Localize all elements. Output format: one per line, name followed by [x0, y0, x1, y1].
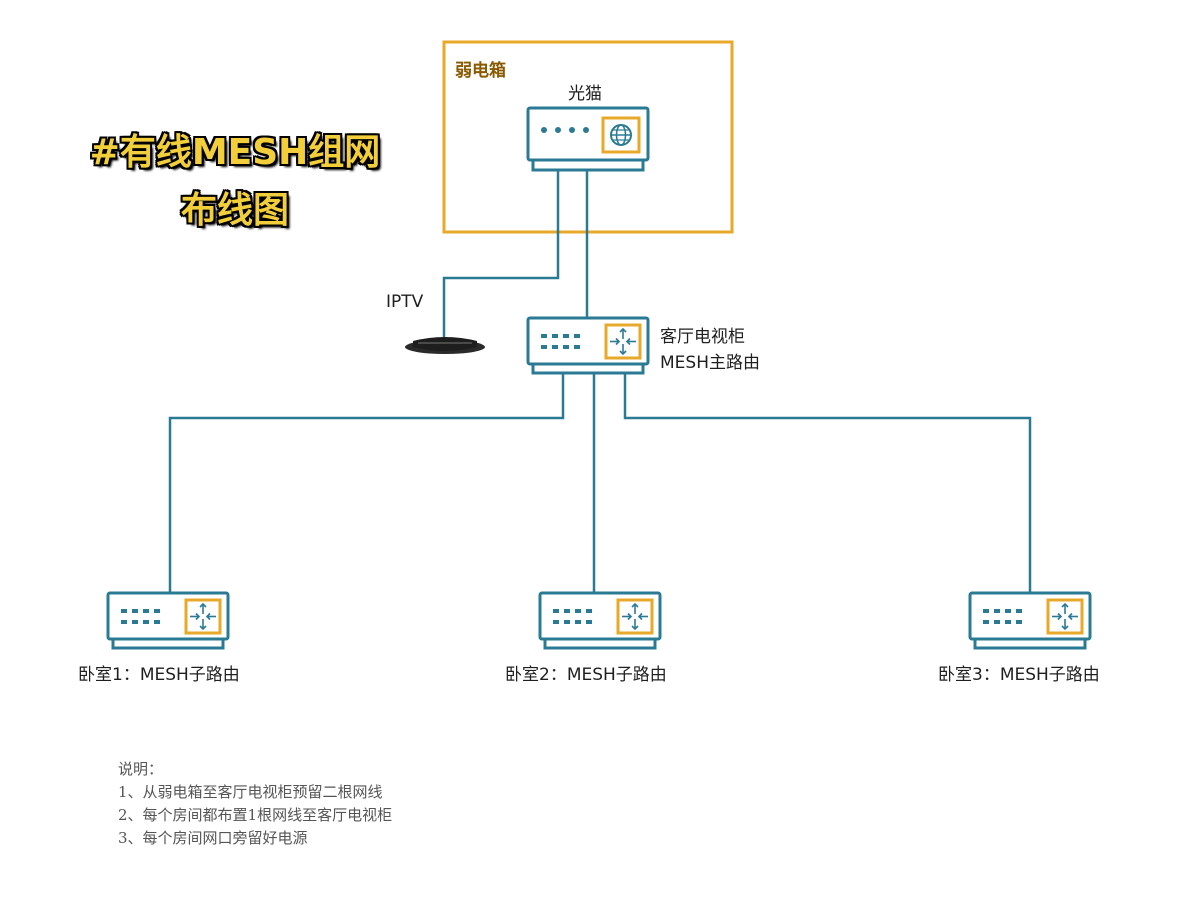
notes-item: 2、每个房间都布置1根网线至客厅电视柜	[118, 806, 393, 824]
notes-item: 1、从弱电箱至客厅电视柜预留二根网线	[118, 783, 383, 801]
cable-main-router-bedroom1	[168, 372, 565, 593]
main-router-device	[526, 316, 650, 375]
sub-router-1-label: 卧室1：MESH子路由	[78, 665, 240, 685]
sub-router-3-device	[968, 591, 1092, 650]
iptv-label: IPTV	[386, 292, 424, 312]
router-arrows-icon	[184, 598, 222, 635]
router-arrows-icon	[604, 323, 642, 360]
cable-main-router-bedroom3	[623, 372, 1032, 593]
notes-heading: 说明：	[118, 760, 164, 778]
cable-modem-iptv	[442, 170, 560, 338]
title-line-2: 布线图	[180, 190, 289, 231]
modem-label: 光猫	[568, 84, 602, 104]
weak-box-label: 弱电箱	[455, 61, 506, 81]
notes-item: 3、每个房间网口旁留好电源	[118, 829, 308, 847]
modem-device	[526, 106, 650, 172]
sub-router-1-device	[106, 591, 230, 650]
notes: 说明： 1、从弱电箱至客厅电视柜预留二根网线 2、每个房间都布置1根网线至客厅电…	[118, 758, 392, 850]
sub-router-2-device	[538, 591, 662, 650]
cables	[168, 170, 1032, 593]
main-router-label-2: MESH主路由	[660, 353, 760, 373]
main-router-label-1: 客厅电视柜	[660, 327, 745, 347]
router-arrows-icon	[1046, 598, 1084, 635]
sub-router-3-label: 卧室3：MESH子路由	[938, 665, 1100, 685]
router-arrows-icon	[616, 598, 654, 635]
sub-router-2-label: 卧室2：MESH子路由	[505, 665, 667, 685]
iptv-box-icon	[405, 337, 485, 354]
globe-icon	[601, 116, 641, 154]
title-line-1: #有线MESH组网	[89, 132, 381, 173]
